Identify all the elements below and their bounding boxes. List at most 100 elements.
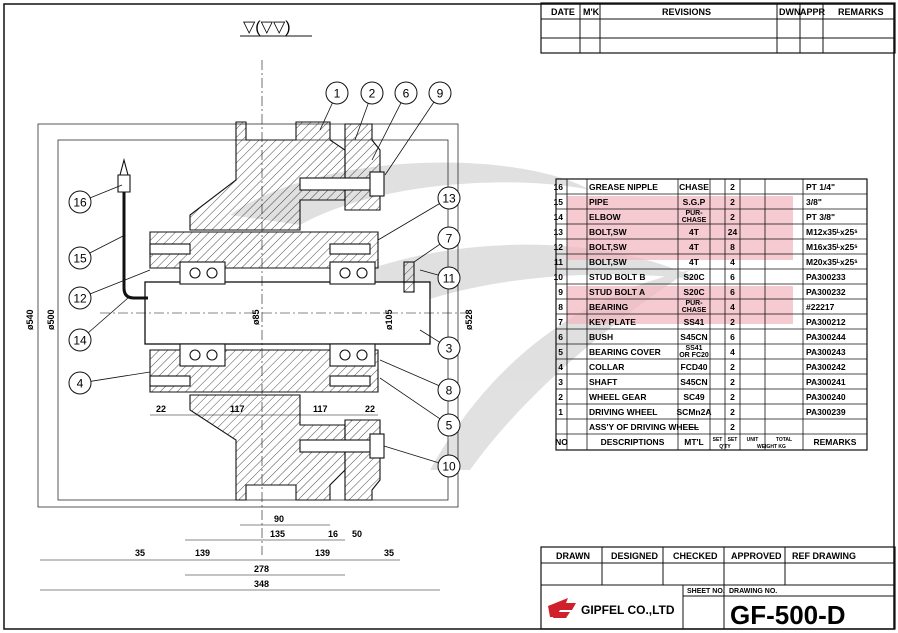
part-material: 4T <box>689 257 700 267</box>
part-qty: 8 <box>730 242 735 252</box>
part-qty: 2 <box>730 422 735 432</box>
part-remarks: #22217 <box>806 302 835 312</box>
part-description: STUD BOLT A <box>589 287 645 297</box>
part-material: S.G.P <box>683 197 706 207</box>
part-remarks: PT 1/4" <box>806 182 835 192</box>
assembly-section-view <box>37 60 470 591</box>
balloon-5: 5 <box>379 377 461 437</box>
dim-dia-528: ø528 <box>464 309 474 330</box>
balloon-label: 10 <box>442 460 456 474</box>
footer-unit: UNIT <box>747 437 759 443</box>
title-block: DRAWN DESIGNED CHECKED APPROVED REF DRAW… <box>540 546 896 630</box>
part-description: STUD BOLT B <box>589 272 646 282</box>
part-material: FCD40 <box>681 362 708 372</box>
part-remarks: PA300232 <box>806 287 846 297</box>
balloon-6: 6 <box>371 81 418 161</box>
part-qty: 2 <box>730 377 735 387</box>
footer-remarks: REMARKS <box>814 437 857 447</box>
balloon-label: 9 <box>437 87 444 101</box>
dim-22-left: 22 <box>156 404 166 414</box>
tb-header-drawn: DRAWN <box>556 551 590 561</box>
part-remarks: M16x35ᴸx25ˢ <box>806 242 857 252</box>
part-material: — <box>690 422 699 432</box>
part-description: ELBOW <box>589 212 622 222</box>
drawing-no-label: DRAWING NO. <box>729 588 777 595</box>
part-qty: 24 <box>728 227 738 237</box>
part-material: PUR- <box>685 300 703 307</box>
part-remarks: PA300243 <box>806 347 846 357</box>
part-material: 4T <box>689 227 700 237</box>
balloon-label: 5 <box>446 419 453 433</box>
balloon-9: 9 <box>384 81 452 176</box>
balloon-label: 8 <box>446 384 453 398</box>
part-no: 5 <box>558 347 563 357</box>
part-remarks: PA300241 <box>806 377 846 387</box>
dim-278: 278 <box>254 564 269 574</box>
part-material: 4T <box>689 242 700 252</box>
balloon-label: 6 <box>403 87 410 101</box>
part-no: 16 <box>554 182 564 192</box>
part-material: CHASE <box>682 307 707 314</box>
company-logo-icon <box>548 598 576 618</box>
sheet-border <box>3 3 895 630</box>
part-remarks: PT 3/8" <box>806 212 835 222</box>
balloon-label: 11 <box>443 272 456 286</box>
footer-set2: SET <box>728 437 738 443</box>
table-row: ASS'Y OF DRIVING WHEEL—2 <box>589 422 735 432</box>
dim-348: 348 <box>254 579 269 589</box>
part-material: SS41 <box>685 345 702 352</box>
dim-50: 50 <box>352 529 362 539</box>
tb-header-approved: APPROVED <box>731 551 782 561</box>
part-remarks: PA300212 <box>806 317 846 327</box>
part-description: PIPE <box>589 197 609 207</box>
part-no: 14 <box>554 212 564 222</box>
dim-dia-540: ø540 <box>25 309 35 330</box>
part-no: 7 <box>558 317 563 327</box>
balloon-label: 4 <box>77 377 84 391</box>
part-no: 13 <box>554 227 564 237</box>
revisions-table: DATE M'K REVISIONS DWN APPR REMARKS <box>540 2 896 54</box>
sheet-no-label: SHEET NO. <box>687 588 725 595</box>
dim-90: 90 <box>274 514 284 524</box>
part-remarks: M12x35ᴸx25ˢ <box>806 227 857 237</box>
dim-dia-500: ø500 <box>46 309 56 330</box>
balloon-10: 10 <box>383 445 461 478</box>
part-description: BUSH <box>589 332 613 342</box>
dim-35-right: 35 <box>384 548 394 558</box>
balloon-label: 13 <box>442 192 456 206</box>
drawing-number: GF-500-D <box>730 600 846 630</box>
part-qty: 2 <box>730 182 735 192</box>
part-material: S45CN <box>680 332 707 342</box>
part-no: 4 <box>558 362 563 372</box>
balloon-11: 11 <box>419 266 461 290</box>
part-material: CHASE <box>679 182 709 192</box>
part-no: 3 <box>558 377 563 387</box>
balloon-label: 3 <box>446 342 453 356</box>
part-remarks: PA300233 <box>806 272 846 282</box>
balloon-3: 3 <box>419 329 461 360</box>
part-qty: 4 <box>730 347 735 357</box>
part-qty: 2 <box>730 212 735 222</box>
tb-header-designed: DESIGNED <box>611 551 659 561</box>
part-no: 1 <box>558 407 563 417</box>
part-material: S45CN <box>680 377 707 387</box>
part-remarks: PA300242 <box>806 362 846 372</box>
dim-22-right: 22 <box>365 404 375 414</box>
rev-header-mk: M'K <box>583 7 600 17</box>
part-material: OR FC20 <box>679 352 709 359</box>
footer-no: NO <box>555 437 568 447</box>
part-remarks: PA300239 <box>806 407 846 417</box>
